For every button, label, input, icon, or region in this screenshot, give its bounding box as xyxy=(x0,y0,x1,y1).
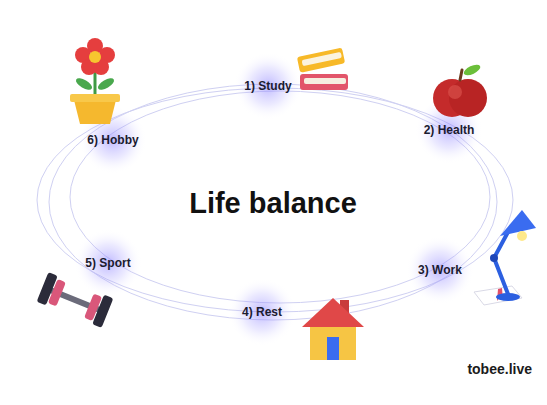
dumbbell-icon xyxy=(37,272,114,328)
apple-icon xyxy=(433,63,487,117)
category-label: 5) Sport xyxy=(85,256,130,270)
category-label: 1) Study xyxy=(244,79,291,93)
category-label: 2) Health xyxy=(424,123,475,137)
category-spot: 3) Work xyxy=(413,260,467,280)
category-label: 3) Work xyxy=(418,263,462,277)
category-spot: 2) Health xyxy=(419,120,480,140)
house-icon xyxy=(302,298,364,360)
watermark: tobee.live xyxy=(467,361,532,377)
lamp-icon xyxy=(474,210,536,305)
diagram-title: Life balance xyxy=(189,187,357,220)
category-spot: 6) Hobby xyxy=(82,130,143,150)
category-spot: 5) Sport xyxy=(80,253,135,273)
books-icon xyxy=(297,48,348,90)
category-spot: 1) Study xyxy=(239,76,296,96)
glow-spots xyxy=(74,52,483,346)
category-label: 6) Hobby xyxy=(87,133,138,147)
category-label: 4) Rest xyxy=(242,305,282,319)
flower-pot-icon xyxy=(70,38,120,124)
category-spot: 4) Rest xyxy=(237,302,287,322)
